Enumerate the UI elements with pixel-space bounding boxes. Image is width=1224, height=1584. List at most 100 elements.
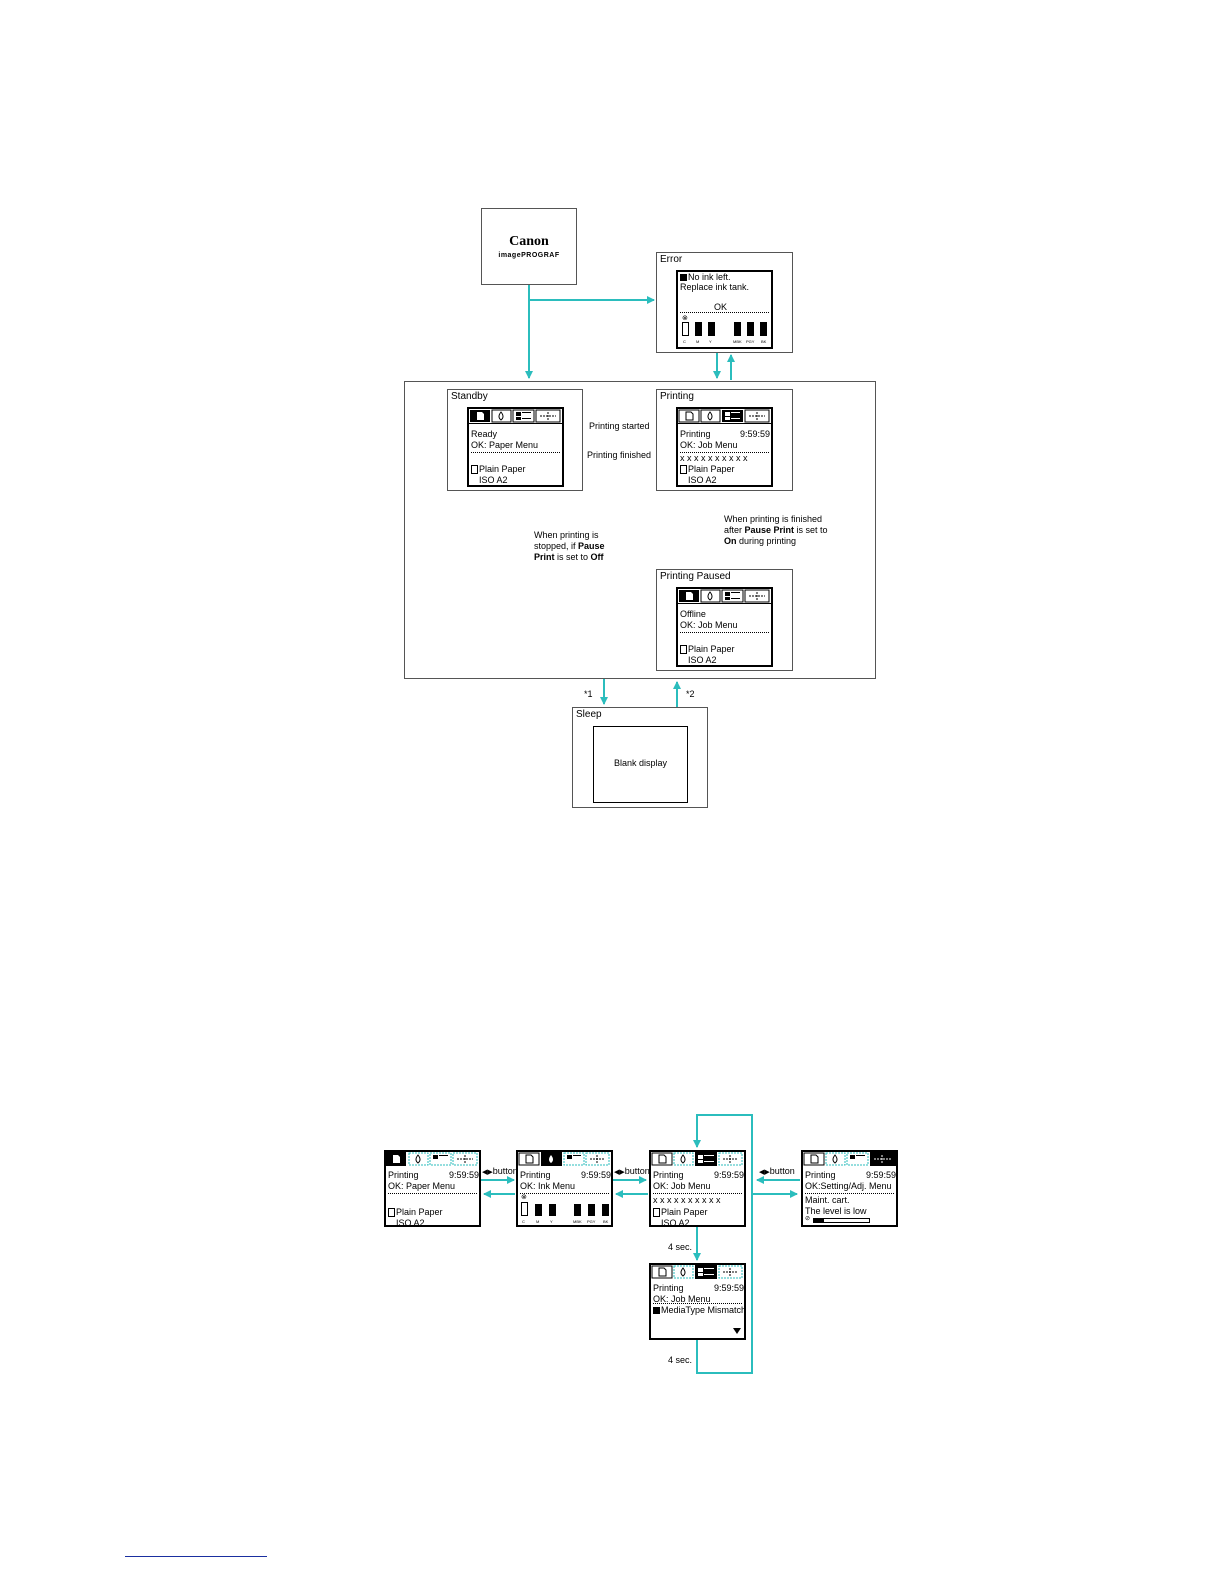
s5-time: 9:59:59	[714, 1283, 745, 1293]
ink-bar-c	[521, 1202, 528, 1216]
s5-line2: OK: Job Menu	[653, 1294, 711, 1304]
tab-divider	[678, 603, 771, 604]
ink-bar-pgy	[747, 322, 754, 336]
printing-finished-label: Printing finished	[587, 450, 652, 460]
paused-size: ISO A2	[688, 655, 717, 665]
settings-tab-icon	[723, 1155, 738, 1163]
imageprograf-logo: imagePROGRAF	[498, 252, 560, 259]
divider	[680, 452, 769, 453]
standby-title: Standby	[451, 391, 488, 402]
s3-paper: Plain Paper	[661, 1207, 708, 1217]
button-hint-1: ◀▶button	[482, 1166, 518, 1176]
s3-line2: OK: Job Menu	[653, 1181, 711, 1191]
s1-time: 9:59:59	[449, 1170, 480, 1180]
standby-line1: Ready	[471, 429, 498, 439]
standby-size: ISO A2	[479, 475, 508, 485]
error-title: Error	[660, 254, 683, 265]
paper-tab-icon	[685, 411, 694, 421]
job-tab-icon	[698, 1155, 703, 1159]
settings-tab-icon	[749, 592, 765, 600]
paper-tab-icon	[393, 1155, 400, 1163]
settings-tab-icon	[590, 1155, 605, 1163]
divider	[680, 632, 769, 633]
when-stopped-line2: stopped, if Pause	[534, 541, 605, 551]
tab-bar	[386, 1152, 478, 1166]
s4-time: 9:59:59	[866, 1170, 897, 1180]
ink-tab-icon	[415, 1154, 421, 1164]
tab-bar	[651, 1152, 743, 1166]
printing-time: 9:59:59	[740, 429, 771, 439]
ink-bar-bk	[760, 322, 767, 336]
maintenance-icon: ⊘	[805, 1216, 811, 1222]
tab-divider	[469, 423, 562, 424]
s1-line2: OK: Paper Menu	[388, 1181, 456, 1191]
job-tab-icon	[567, 1155, 572, 1159]
printing-paused-panel: Printing Paused Offline OK: Job Menu Pla…	[656, 569, 793, 671]
printing-paper: Plain Paper	[688, 464, 735, 474]
tab-divider	[678, 423, 771, 424]
printing-line2: OK: Job Menu	[680, 440, 738, 450]
paper-icon	[653, 1208, 660, 1217]
ink-bar-c	[682, 322, 689, 336]
settings-tab-icon	[749, 412, 765, 420]
screen-job-warning: Printing 9:59:59 OK: Job Menu MediaType …	[649, 1263, 746, 1340]
ink-label: Y	[550, 1219, 553, 1224]
button-hint-3: ◀▶button	[759, 1166, 795, 1176]
sleep-display: Blank display	[593, 726, 688, 803]
s4-line4: The level is low	[805, 1206, 867, 1216]
paper-icon	[680, 465, 687, 474]
paper-icon	[388, 1208, 395, 1217]
sleep-panel: Sleep Blank display	[572, 707, 708, 808]
printing-lcd: Printing 9:59:59 OK: Job Menu x x x x x …	[676, 407, 773, 487]
ink-label: Y	[709, 339, 712, 344]
warning-icon	[653, 1307, 660, 1314]
job-tab-icon	[725, 592, 730, 596]
when-finished-line1: When printing is finished	[724, 514, 823, 524]
printing-panel: Printing Printing 9:59:59 OK: Job Menu x…	[656, 389, 793, 491]
screen-job-tab: Printing 9:59:59 OK: Job Menu x x x x x …	[649, 1150, 746, 1228]
ink-label: C	[522, 1219, 525, 1224]
s1-size: ISO A2	[396, 1218, 425, 1228]
ink-label: BK	[761, 339, 767, 344]
s1-paper: Plain Paper	[396, 1207, 443, 1217]
ink-tab-icon	[707, 411, 713, 421]
scroll-down-icon	[733, 1328, 741, 1334]
settings-tab-icon	[540, 412, 556, 420]
tab-bar	[518, 1152, 610, 1166]
paper-icon	[471, 465, 478, 474]
s3-line1: Printing	[653, 1170, 684, 1180]
ink-bar-y	[708, 322, 715, 336]
when-stopped-line1: When printing is	[534, 530, 599, 540]
delay-label-1: 4 sec.	[668, 1242, 693, 1252]
note-2: *2	[686, 689, 695, 699]
ink-error-icon: ⊗	[521, 1194, 527, 1201]
s4-line2: OK:Setting/Adj. Menu	[805, 1181, 892, 1191]
divider	[653, 1193, 742, 1194]
tab-bar	[678, 409, 770, 423]
s2-line2: OK: Ink Menu	[520, 1181, 576, 1191]
divider	[520, 1193, 609, 1194]
error-panel: Error No ink left. Replace ink tank. OK …	[656, 252, 793, 353]
printing-job: x x x x x x x x x x	[680, 453, 748, 463]
s5-warning: MediaType Mismatch	[661, 1305, 747, 1315]
s4-line3: Maint. cart.	[805, 1195, 850, 1205]
ink-bar-y	[549, 1204, 556, 1216]
left-right-arrow-icon: ◀▶	[614, 1169, 625, 1176]
screen-paper-tab: Printing 9:59:59 OK: Paper Menu Plain Pa…	[384, 1150, 481, 1228]
standby-panel: Standby Ready OK: Paper Menu Plain Paper…	[447, 389, 583, 491]
divider	[471, 452, 560, 453]
screen-settings-tab: Printing 9:59:59 OK:Setting/Adj. Menu Ma…	[801, 1150, 898, 1227]
job-tab-icon	[850, 1155, 855, 1159]
error-ok: OK	[714, 302, 728, 312]
tab-bar	[679, 589, 770, 603]
s2-time: 9:59:59	[581, 1170, 612, 1180]
sleep-title: Sleep	[576, 709, 602, 720]
ink-bar-bk	[602, 1204, 609, 1216]
paper-tab-icon	[477, 412, 484, 420]
s5-line1: Printing	[653, 1283, 684, 1293]
ink-tab-icon	[832, 1154, 838, 1164]
footer-rule	[125, 1556, 267, 1557]
ink-label: PGY	[746, 339, 755, 344]
arrow-s5-loop	[693, 1114, 753, 1374]
printing-line1: Printing	[680, 429, 711, 439]
